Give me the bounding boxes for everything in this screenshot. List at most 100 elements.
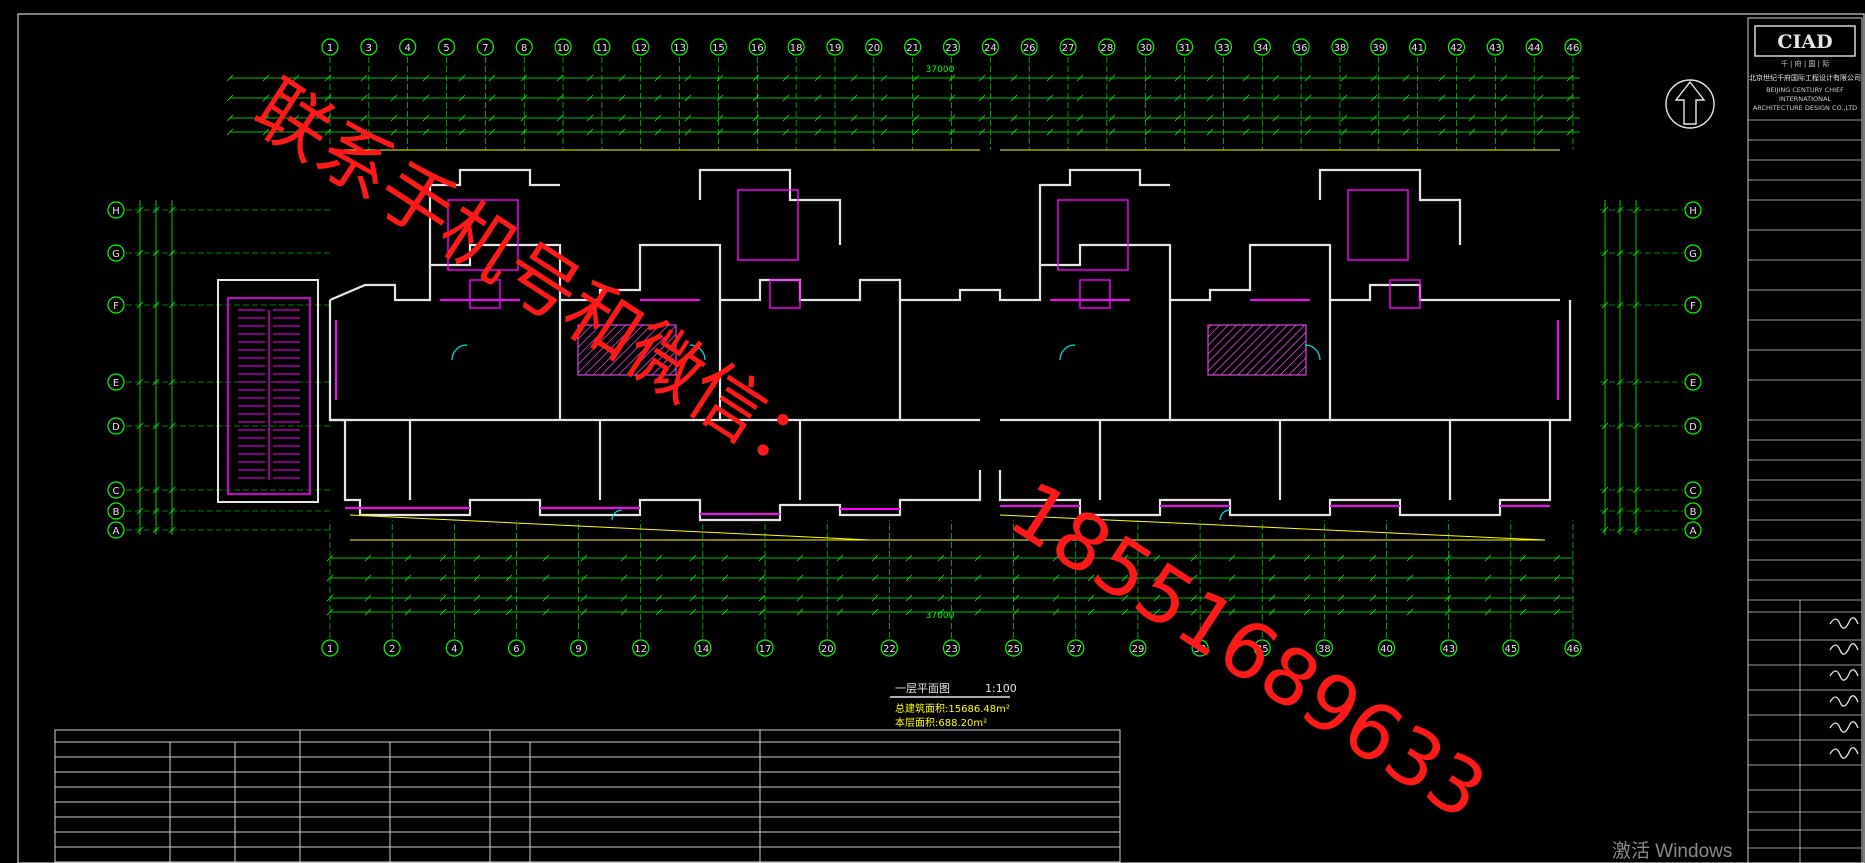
- row-axis-label: E: [1690, 378, 1696, 389]
- title-block-frame: [1747, 17, 1863, 863]
- core-hatch-right: [1207, 324, 1307, 376]
- total-area: 总建筑面积:15686.48m²: [895, 702, 1010, 715]
- top-axis-label: 20: [867, 43, 880, 54]
- sheet-border: [17, 13, 1865, 863]
- top-axis-4: [399, 38, 417, 56]
- row-axis-label: A: [1690, 526, 1697, 537]
- bottom-axis-label: 25: [1007, 644, 1020, 655]
- top-axis-26: [1020, 38, 1038, 56]
- bottom-axis-9: [569, 639, 588, 657]
- right-axis-B: [1684, 502, 1702, 520]
- row-axis-label: B: [1690, 507, 1697, 518]
- top-axis-10: [554, 38, 572, 56]
- top-axis-label: 34: [1256, 43, 1269, 54]
- bottom-axis-6: [507, 639, 526, 657]
- stair-elevator-cores: [447, 189, 1421, 309]
- bottom-axis-46: [1564, 639, 1582, 657]
- top-axis-label: 41: [1411, 43, 1424, 54]
- top-axis-label: 5: [443, 43, 449, 54]
- bottom-axis-label: 46: [1567, 644, 1580, 655]
- plan-title: 一层平面图: [895, 682, 950, 695]
- right-axis-E: [1684, 373, 1702, 391]
- bottom-axis-label: 6: [513, 644, 519, 655]
- top-axis-label: 8: [521, 43, 527, 54]
- top-axis-label: 43: [1489, 43, 1502, 54]
- top-axis-label: 30: [1139, 43, 1152, 54]
- company-name-en-3: ARCHITECTURE DESIGN CO.,LTD: [1753, 104, 1857, 112]
- bottom-axis-label: 17: [759, 644, 772, 655]
- bottom-axis-38: [1315, 639, 1334, 657]
- right-axis-H: [1684, 201, 1702, 219]
- row-axis-label: B: [113, 507, 120, 518]
- top-axis-33: [1214, 38, 1233, 56]
- top-axis-34: [1253, 38, 1271, 56]
- top-axis-41: [1409, 38, 1427, 56]
- company-name-cn: 北京世纪千府国际工程设计有限公司: [1749, 73, 1861, 82]
- top-axis-7: [476, 38, 494, 56]
- top-axis-label: 16: [751, 43, 764, 54]
- right-axis-D: [1684, 417, 1702, 435]
- top-axis-12: [632, 38, 650, 56]
- core-hatch-left: [577, 324, 677, 376]
- top-axis-label: 26: [1023, 43, 1036, 54]
- top-axis-label: 23: [945, 43, 958, 54]
- bottom-axis-label: 38: [1318, 644, 1331, 655]
- bottom-axis-label: 1: [327, 644, 333, 655]
- top-axis-39: [1370, 38, 1388, 56]
- plan-scale: 1:100: [985, 682, 1017, 695]
- windows-activation-notice: 激活 Windows: [1612, 841, 1733, 862]
- yellow-annotations: [340, 149, 1560, 541]
- bottom-axis-20: [818, 639, 836, 657]
- bottom-axis-label: 9: [575, 644, 581, 655]
- top-axis-24: [981, 38, 999, 56]
- bottom-axis-label: 22: [883, 644, 896, 655]
- bottom-overall-dimension: 37000: [926, 611, 955, 621]
- left-axis-B: [107, 502, 125, 520]
- top-axis-label: 13: [673, 43, 686, 54]
- right-axis-F: [1684, 296, 1702, 314]
- top-axis-38: [1331, 38, 1349, 56]
- top-axis-label: 15: [712, 43, 725, 54]
- bottom-axis-43: [1440, 639, 1458, 657]
- bottom-axis-35: [1253, 639, 1271, 657]
- bottom-axis-45: [1502, 639, 1520, 657]
- bottom-axis-label: 2: [389, 644, 395, 655]
- top-axis-31: [1175, 38, 1194, 56]
- company-name-en-1: BEIJING CENTURY CHIEF: [1766, 86, 1844, 94]
- bottom-axis-label: 27: [1069, 644, 1082, 655]
- bottom-axis-label: 4: [451, 644, 457, 655]
- row-axis-label: D: [1689, 422, 1697, 433]
- top-axis-label: 11: [596, 43, 609, 54]
- bottom-axis-1: [321, 639, 339, 657]
- top-axis-46: [1564, 38, 1582, 56]
- top-axis-label: 1: [327, 43, 333, 54]
- top-axis-36: [1292, 38, 1310, 56]
- top-axis-23: [942, 38, 961, 56]
- bottom-axis-label: 14: [697, 644, 710, 655]
- bottom-axis-17: [756, 639, 774, 657]
- top-axis-label: 7: [482, 43, 488, 54]
- dimension-lines: [136, 74, 1640, 616]
- bottom-axis-40: [1377, 639, 1396, 657]
- left-axis-H: [107, 201, 125, 219]
- top-axis-13: [670, 38, 689, 56]
- right-axis-G: [1684, 244, 1702, 262]
- top-axis-label: 39: [1372, 43, 1385, 54]
- top-axis-label: 21: [906, 43, 919, 54]
- notes-tables: [54, 729, 1121, 863]
- bottom-axis-label: 43: [1442, 644, 1455, 655]
- bottom-axis-label: 32: [1194, 644, 1207, 655]
- bottom-axis-label: 40: [1380, 644, 1393, 655]
- top-axis-18: [787, 38, 805, 56]
- top-axis-label: 44: [1528, 43, 1541, 54]
- annex-stair: [217, 279, 319, 503]
- top-axis-label: 28: [1101, 43, 1114, 54]
- row-axis-label: C: [113, 486, 120, 497]
- left-axis-C: [107, 481, 125, 499]
- cyan-details: [451, 344, 1321, 521]
